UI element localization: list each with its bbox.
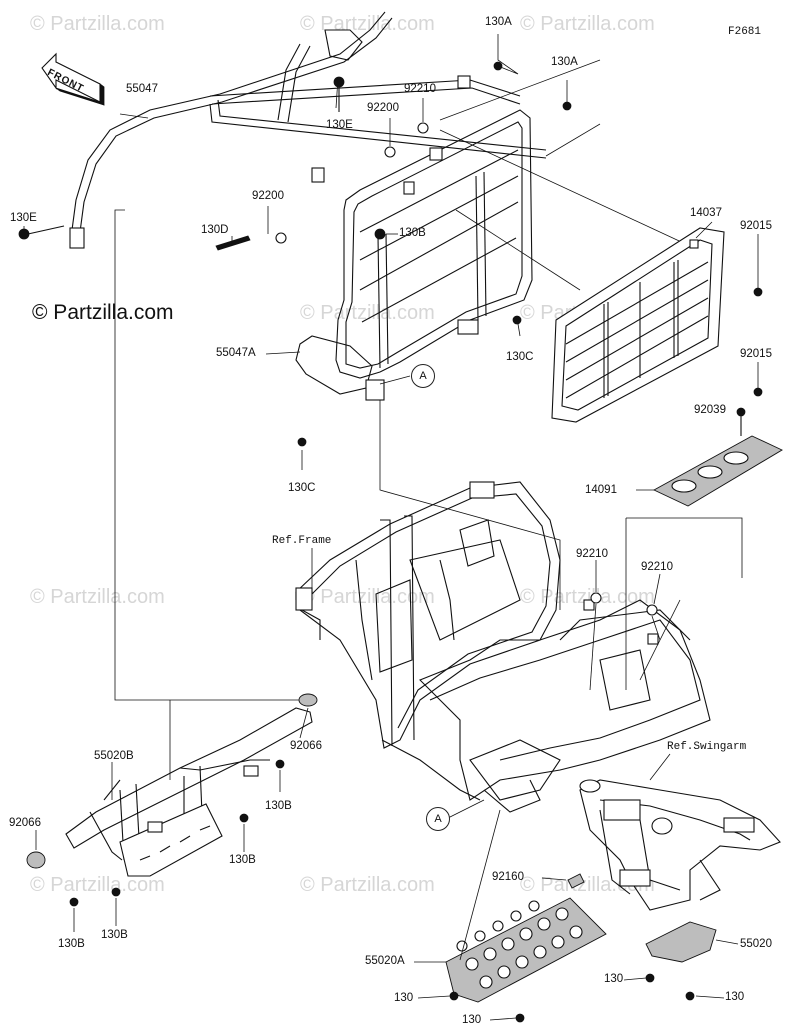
part-label-55020b: 55020B xyxy=(94,750,134,762)
callout-marker-a: A xyxy=(426,807,450,831)
cover-plate-14091 xyxy=(653,435,783,507)
watermark: © Partzilla.com xyxy=(520,13,655,35)
pad-92160 xyxy=(567,873,585,889)
rear-guard-55047a xyxy=(295,109,533,401)
watermark: © Partzilla.com xyxy=(520,586,655,608)
part-label-130b: 130B xyxy=(58,938,85,950)
end-cap-92066 xyxy=(26,851,46,869)
part-label-14037: 14037 xyxy=(690,207,722,219)
part-label-130: 130 xyxy=(725,991,745,1003)
fastener-group-top xyxy=(18,61,763,447)
skid-plate-55020a xyxy=(445,897,607,1003)
part-label-55020a: 55020A xyxy=(365,955,405,967)
watermark: © Partzilla.com xyxy=(300,13,435,35)
fastener-group-lower-left xyxy=(69,759,285,907)
part-label-92210: 92210 xyxy=(576,548,608,560)
leader-lines xyxy=(23,34,759,1021)
part-label-130: 130 xyxy=(462,1014,482,1026)
roll-cage-bar-55047 xyxy=(69,11,547,249)
main-frame-outline xyxy=(295,481,711,813)
part-label-130e: 130E xyxy=(326,119,353,131)
part-label-130e: 130E xyxy=(10,212,37,224)
guard-plate-55020 xyxy=(645,921,717,963)
rear-rack-14037 xyxy=(551,227,725,423)
part-label-130d: 130D xyxy=(201,224,229,236)
part-label-14091: 14091 xyxy=(585,484,617,496)
front-arrow-icon xyxy=(41,52,105,106)
copyright-notice: © Partzilla.com xyxy=(32,301,174,324)
part-label-130b: 130B xyxy=(229,854,256,866)
part-label-130a: 130A xyxy=(485,16,512,28)
part-label-130: 130 xyxy=(394,992,414,1004)
watermark: © Partzilla.com xyxy=(30,874,165,896)
part-label-130c: 130C xyxy=(506,351,534,363)
part-label-92039: 92039 xyxy=(694,404,726,416)
part-label-92210: 92210 xyxy=(641,561,673,573)
part-label-130: 130 xyxy=(604,973,624,985)
part-label-92015: 92015 xyxy=(740,220,772,232)
watermark: © Partzilla.com xyxy=(30,586,165,608)
front-guard-55020b xyxy=(65,707,313,877)
ref-swingarm-label: Ref.Swingarm xyxy=(667,741,747,753)
part-label-92066: 92066 xyxy=(290,740,322,752)
part-label-55020: 55020 xyxy=(740,938,772,950)
part-label-92015: 92015 xyxy=(740,348,772,360)
part-label-92160: 92160 xyxy=(492,871,524,883)
part-label-92210: 92210 xyxy=(404,83,436,95)
part-label-92200: 92200 xyxy=(252,190,284,202)
watermark: © Partzilla.com xyxy=(300,302,435,324)
part-label-130b: 130B xyxy=(265,800,292,812)
part-label-130c: 130C xyxy=(288,482,316,494)
end-cap-92066 xyxy=(298,693,318,707)
part-label-55047: 55047 xyxy=(126,83,158,95)
part-label-130a: 130A xyxy=(551,56,578,68)
part-label-130b: 130B xyxy=(399,227,426,239)
watermark: © Partzilla.com xyxy=(300,874,435,896)
swingarm-outline xyxy=(579,779,781,911)
callout-marker-a: A xyxy=(411,364,435,388)
part-label-92066: 92066 xyxy=(9,817,41,829)
watermark: © Partzilla.com xyxy=(30,13,165,35)
watermark: © Partzilla.com xyxy=(300,586,435,608)
ref-frame-label: Ref.Frame xyxy=(272,535,332,547)
part-label-55047a: 55047A xyxy=(216,347,256,359)
figure-code: F2681 xyxy=(728,26,762,38)
part-label-130b: 130B xyxy=(101,929,128,941)
part-label-92200: 92200 xyxy=(367,102,399,114)
